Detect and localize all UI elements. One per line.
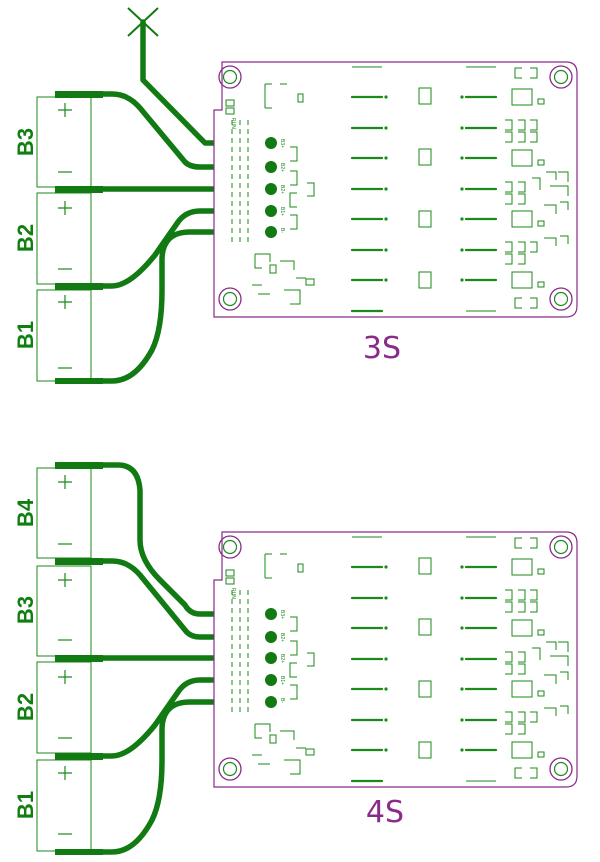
battery-cell-b3: B3 <box>13 96 92 188</box>
pad-label: B- <box>279 698 285 703</box>
terminal-b1-minus <box>55 378 103 384</box>
pad-label: B2+ <box>279 185 285 194</box>
connector-guide <box>231 590 249 712</box>
pad-label: B3+ <box>279 139 285 148</box>
balance-connector <box>265 608 277 708</box>
terminal-b4-b3 <box>55 558 103 565</box>
battery-cell-b1: B1 <box>13 759 92 852</box>
pad-label: B- <box>279 228 285 233</box>
terminal-b2-b1 <box>55 753 103 760</box>
battery-cell-b1: B1 <box>13 289 92 382</box>
terminal-b3-b2 <box>55 655 103 662</box>
battery-cell-b3: B3 <box>13 565 92 657</box>
terminal-b4-plus <box>55 462 103 469</box>
wire-b3-plus <box>97 558 273 640</box>
battery-label-b2: B2 <box>13 224 38 252</box>
wire-b4-plus <box>97 462 273 617</box>
terminal-b3-plus <box>55 91 103 98</box>
battery-label-b2: B2 <box>13 693 38 721</box>
pcb-outline <box>213 531 578 788</box>
battery-label-b1: B1 <box>13 791 38 819</box>
run-label: RUN <box>230 588 236 599</box>
silkscreen-components <box>252 536 569 783</box>
battery-cell-b2: B2 <box>13 661 92 754</box>
terminal-b2-b1 <box>55 283 103 290</box>
battery-cell-b2: B2 <box>13 192 92 285</box>
mounting-hole-icon <box>218 535 573 781</box>
pcb-outline <box>213 61 578 318</box>
battery-label-b4: B4 <box>13 498 38 527</box>
diagram-4s: B4 B3 B2 B1 <box>13 462 578 855</box>
pad-label: B1+ <box>279 207 285 216</box>
battery-label-b1: B1 <box>13 321 38 349</box>
pad-label: B2+ <box>279 654 285 663</box>
terminal-b1-minus <box>55 849 103 855</box>
battery-label-b3: B3 <box>13 128 38 156</box>
battery-label-b3: B3 <box>13 596 38 624</box>
wire-b3-plus <box>97 91 273 170</box>
pad-label: B1+ <box>279 676 285 685</box>
run-label: RUN <box>230 118 236 129</box>
pad-label: B2+ <box>279 163 285 172</box>
battery-cell-b4: B4 <box>13 467 92 559</box>
mounting-hole-icon <box>218 65 573 311</box>
terminal-b3-b2 <box>55 186 103 193</box>
pad-label: B2+ <box>279 633 285 642</box>
silkscreen-components <box>252 66 569 313</box>
config-caption-3s: 3S <box>363 331 401 366</box>
x-mark-icon <box>127 7 159 37</box>
config-caption-4s: 4S <box>366 795 404 830</box>
connector-guide <box>231 120 249 242</box>
wire-b-minus <box>97 229 273 384</box>
diagram-3s: B3 B2 B1 <box>13 7 578 384</box>
pad-label: B3+ <box>279 610 285 619</box>
wire-b-minus <box>97 699 273 855</box>
balance-connector <box>265 137 277 238</box>
